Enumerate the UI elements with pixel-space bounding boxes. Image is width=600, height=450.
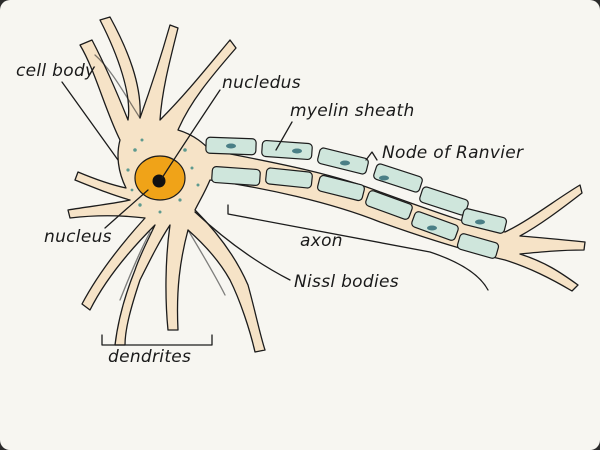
cell-body-leader	[61, 81, 119, 161]
label-nissl-bodies: Nissl bodies	[294, 272, 399, 292]
dendrite-branch	[94, 54, 141, 119]
schwann-nucleus	[340, 160, 350, 166]
dendrites-bracket	[101, 334, 213, 346]
schwann-nucleus	[379, 175, 389, 181]
leader-lines	[61, 81, 489, 346]
schwann-nucleus	[226, 143, 236, 149]
axon-bracket	[227, 204, 489, 291]
nissl-body	[196, 183, 200, 187]
nissl-body	[130, 188, 134, 192]
myelin-segment	[211, 166, 261, 186]
labels: cell body nucledus myelin sheath Node of…	[16, 61, 524, 367]
nucleolus-leader	[161, 89, 221, 179]
myelin-segment	[456, 233, 500, 259]
myelin-segment	[373, 163, 423, 193]
nissl-body	[183, 148, 187, 152]
schwann-nucleus	[427, 225, 437, 231]
nissl-body	[190, 166, 194, 170]
nissl-body	[178, 198, 182, 202]
myelin-segment	[261, 139, 313, 161]
node-of-ranvier-marker	[365, 151, 378, 161]
myelin-leader	[275, 121, 293, 151]
schwann-nucleus	[292, 148, 302, 154]
label-cell-body: cell body	[16, 61, 96, 81]
label-nucleus: nucleus	[44, 227, 112, 247]
nissl-bodies-speckles	[126, 138, 200, 214]
myelin-sheath	[205, 136, 508, 259]
nucleus-leader	[104, 189, 149, 229]
dendrite-branch	[187, 229, 226, 296]
dendrite-branch	[119, 231, 151, 301]
myelin-segment	[365, 190, 413, 220]
nissl-leader	[194, 211, 291, 281]
nissl-body	[126, 168, 130, 172]
nissl-body	[158, 210, 162, 214]
label-node-of-ranvier: Node of Ranvier	[382, 143, 524, 163]
schwann-nucleus	[475, 219, 485, 225]
myelin-segment	[316, 174, 366, 202]
nissl-body	[138, 203, 142, 207]
label-dendrites: dendrites	[108, 347, 191, 367]
label-axon: axon	[300, 231, 343, 251]
myelin-segment	[265, 167, 313, 189]
nissl-body	[140, 138, 144, 142]
nissl-body	[133, 148, 137, 152]
label-myelin-sheath: myelin sheath	[290, 101, 415, 121]
label-nucleolus: nucledus	[222, 73, 301, 93]
